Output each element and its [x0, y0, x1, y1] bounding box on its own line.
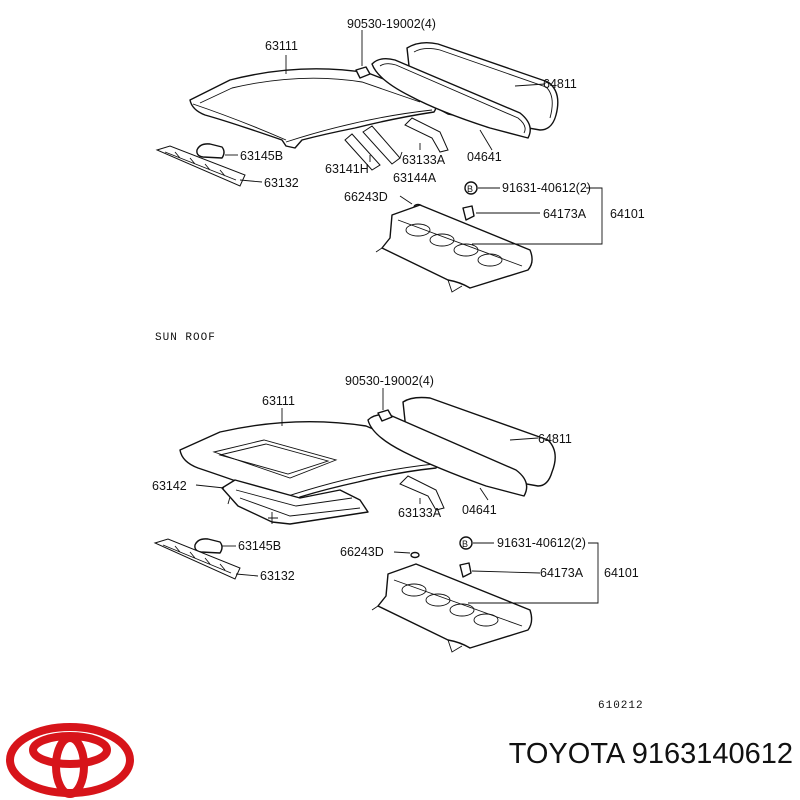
- upper-diagram: [155, 30, 603, 293]
- label-upper-63132: 63132: [264, 176, 299, 190]
- sunroof-package-tray-drawing: [371, 563, 533, 653]
- clip-b-drawing: [462, 181, 478, 221]
- front-header-drawing: [155, 145, 246, 187]
- part-number: 9163140612: [631, 738, 793, 770]
- sunroof-reinforcement-small-drawing: [194, 538, 223, 554]
- label-upper-63141h: 63141H: [325, 162, 369, 176]
- label-lower-clip-b: B: [462, 539, 468, 549]
- toyota-logo-icon: [6, 723, 134, 798]
- label-lower-63132: 63132: [260, 569, 295, 583]
- section-label-sunroof: SUN ROOF: [155, 332, 216, 344]
- label-upper-04641: 04641: [467, 150, 502, 164]
- label-upper-64811: 64811: [543, 77, 577, 91]
- sunroof-bow-63133a-drawing: [399, 475, 445, 511]
- label-upper-90530: 90530-19002(4): [347, 17, 436, 31]
- upper-leader-lines: [225, 30, 603, 245]
- sunroof-clip-b-drawing: [459, 536, 473, 578]
- label-lower-63142: 63142: [152, 479, 187, 493]
- bolt-drawing: [355, 66, 371, 79]
- bow-63133a-drawing: [404, 117, 449, 153]
- label-upper-63133a: 63133A: [402, 153, 446, 167]
- roof-panel-drawing: [189, 68, 437, 149]
- label-lower-63145b: 63145B: [238, 539, 281, 553]
- label-upper-64173a: 64173A: [543, 207, 587, 221]
- weatherstrip-drawing: [371, 57, 531, 139]
- label-upper-63145b: 63145B: [240, 149, 283, 163]
- lower-diagram: [153, 388, 599, 653]
- sunroof-roof-panel-drawing: [179, 420, 439, 506]
- label-lower-63133a: 63133A: [398, 506, 442, 520]
- label-lower-64101: 64101: [604, 566, 639, 580]
- label-upper-66243d: 66243D: [344, 190, 388, 204]
- label-lower-63111: 63111: [262, 394, 295, 408]
- label-upper-64101: 64101: [610, 207, 645, 221]
- reinforcement-small-drawing: [196, 143, 225, 159]
- diagram-code: 610212: [598, 700, 644, 712]
- label-upper-63144a: 63144A: [393, 171, 437, 185]
- lower-leader-lines: [195, 388, 599, 604]
- sunroof-bolt-drawing: [377, 409, 393, 422]
- label-lower-66243d: 66243D: [340, 545, 384, 559]
- sunroof-front-header-drawing: [153, 538, 241, 580]
- label-lower-04641: 04641: [462, 503, 497, 517]
- label-lower-64173a: 64173A: [540, 566, 584, 580]
- sunroof-grommet-drawing: [410, 551, 420, 559]
- label-upper-63111: 63111: [265, 39, 298, 53]
- label-lower-90530: 90530-19002(4): [345, 374, 434, 388]
- package-tray-drawing: [375, 204, 533, 293]
- label-upper-91631: 91631-40612(2): [502, 181, 591, 195]
- brand-name: TOYOTA: [508, 738, 624, 770]
- label-lower-91631: 91631-40612(2): [497, 536, 586, 550]
- brand-part-number: TOYOTA 9163140612: [448, 738, 793, 771]
- bow-63141h-drawing: [344, 133, 381, 171]
- label-upper-clip-b: B: [467, 184, 473, 194]
- label-lower-64811: 64811: [538, 432, 572, 446]
- sunroof-frame-drawing: [221, 479, 369, 525]
